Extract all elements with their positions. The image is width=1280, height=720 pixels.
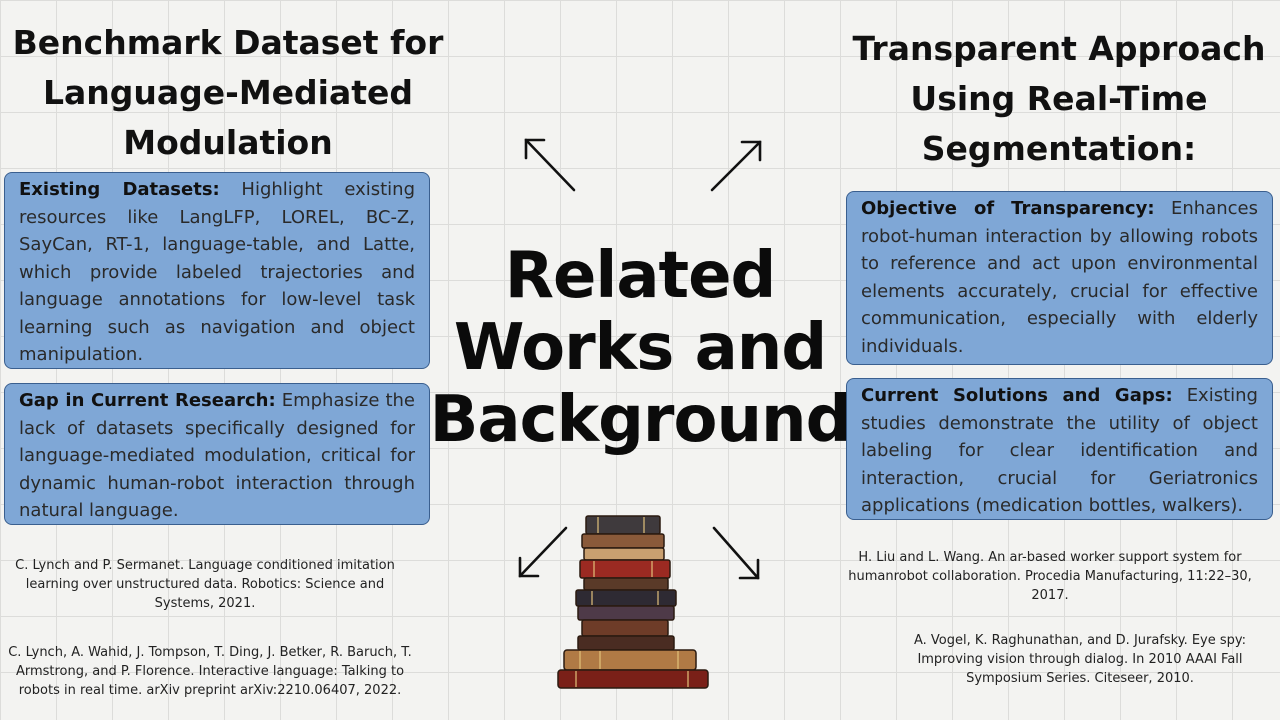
center-title-line-2: Works and (453, 311, 827, 385)
objective-transparency-text: Enhances robot-human interaction by allo… (861, 198, 1258, 357)
right-heading-line-2: Using Real-Time (910, 79, 1208, 118)
reference-vogel-eye-spy: A. Vogel, K. Raghunathan, and D. Jurafsk… (913, 633, 1247, 686)
center-title-line-1: Related (504, 239, 777, 313)
reference-lynch-interactive-language: C. Lynch, A. Wahid, J. Tompson, T. Ding,… (8, 645, 412, 698)
center-title: Related Works and Background (420, 240, 860, 456)
right-heading-line-3: Segmentation: (921, 129, 1197, 168)
current-solutions-box: Current Solutions and Gaps: Existing stu… (846, 378, 1273, 520)
left-heading-line-3: Modulation (123, 123, 333, 162)
current-solutions-label: Current Solutions and Gaps: (861, 385, 1173, 406)
left-heading-line-1: Benchmark Dataset for (12, 23, 444, 62)
right-heading: Transparent Approach Using Real-Time Seg… (838, 24, 1280, 174)
left-heading: Benchmark Dataset for Language-Mediated … (8, 18, 448, 168)
left-heading-line-2: Language-Mediated (42, 73, 414, 112)
research-gap-text: Emphasize the lack of datasets specifica… (19, 390, 415, 521)
research-gap-label: Gap in Current Research: (19, 390, 276, 411)
objective-transparency-box: Objective of Transparency: Enhances robo… (846, 191, 1273, 365)
reference-lynch-sermanet: C. Lynch and P. Sermanet. Language condi… (15, 558, 395, 611)
existing-datasets-label: Existing Datasets: (19, 179, 220, 200)
objective-transparency-label: Objective of Transparency: (861, 198, 1155, 219)
arrow-up-right-icon (710, 140, 762, 192)
reference-liu-wang: H. Liu and L. Wang. An ar-based worker s… (848, 550, 1252, 603)
current-solutions-text: Existing studies demonstrate the utility… (861, 385, 1258, 516)
right-heading-line-1: Transparent Approach (852, 29, 1266, 68)
existing-datasets-text: Highlight existing resources like LangLF… (19, 179, 416, 365)
center-title-line-3: Background (429, 383, 852, 457)
arrow-down-left-icon (518, 526, 568, 578)
arrow-down-right-icon (712, 526, 760, 580)
arrow-up-left-icon (524, 138, 576, 192)
existing-datasets-box: Existing Datasets: Highlight existing re… (4, 172, 430, 369)
research-gap-box: Gap in Current Research: Emphasize the l… (4, 383, 430, 525)
book-stack-icon (557, 515, 709, 689)
